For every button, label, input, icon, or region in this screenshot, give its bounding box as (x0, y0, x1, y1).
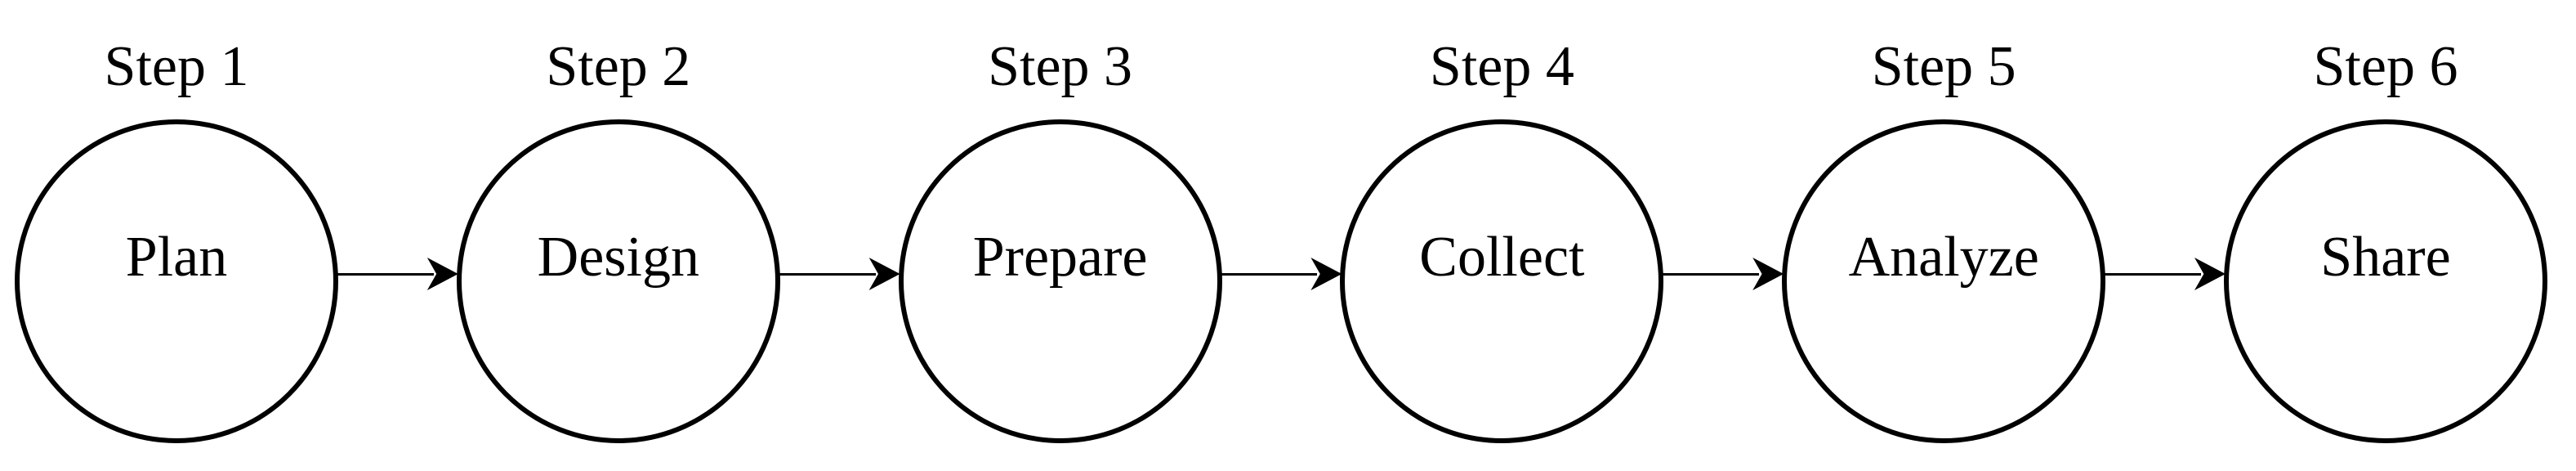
step-5-circle: Analyze (1782, 119, 2106, 443)
step-2-node: Step 2 Design (456, 0, 780, 443)
step-6-node: Step 6 Share (2223, 0, 2547, 443)
step-5-text: Analyze (1848, 226, 2039, 289)
step-3-node: Step 3 Prepare (898, 0, 1222, 443)
step-1-label: Step 1 (104, 35, 249, 98)
arrow-right-icon (777, 258, 899, 290)
step-2-circle: Design (456, 119, 780, 443)
step-4-circle: Collect (1340, 119, 1664, 443)
step-4-node: Step 4 Collect (1340, 0, 1664, 443)
step-1-text: Plan (125, 226, 228, 289)
step-2-text: Design (537, 226, 699, 289)
step-3-label: Step 3 (988, 35, 1133, 98)
step-3-circle: Prepare (898, 119, 1222, 443)
arrow-right-icon (1661, 258, 1782, 290)
step-4-text: Collect (1419, 226, 1585, 289)
arrow-right-icon (2103, 258, 2224, 290)
step-6-label: Step 6 (2313, 35, 2458, 98)
arrow-right-icon (336, 258, 457, 290)
arrow-right-icon (1219, 258, 1341, 290)
step-1-node: Step 1 Plan (15, 0, 338, 443)
step-3-text: Prepare (972, 226, 1148, 289)
step-6-text: Share (2320, 226, 2451, 289)
step-6-circle: Share (2223, 119, 2547, 443)
step-4-label: Step 4 (1429, 35, 1574, 98)
step-5-label: Step 5 (1871, 35, 2016, 98)
step-5-node: Step 5 Analyze (1782, 0, 2106, 443)
step-1-circle: Plan (15, 119, 338, 443)
step-2-label: Step 2 (546, 35, 691, 98)
